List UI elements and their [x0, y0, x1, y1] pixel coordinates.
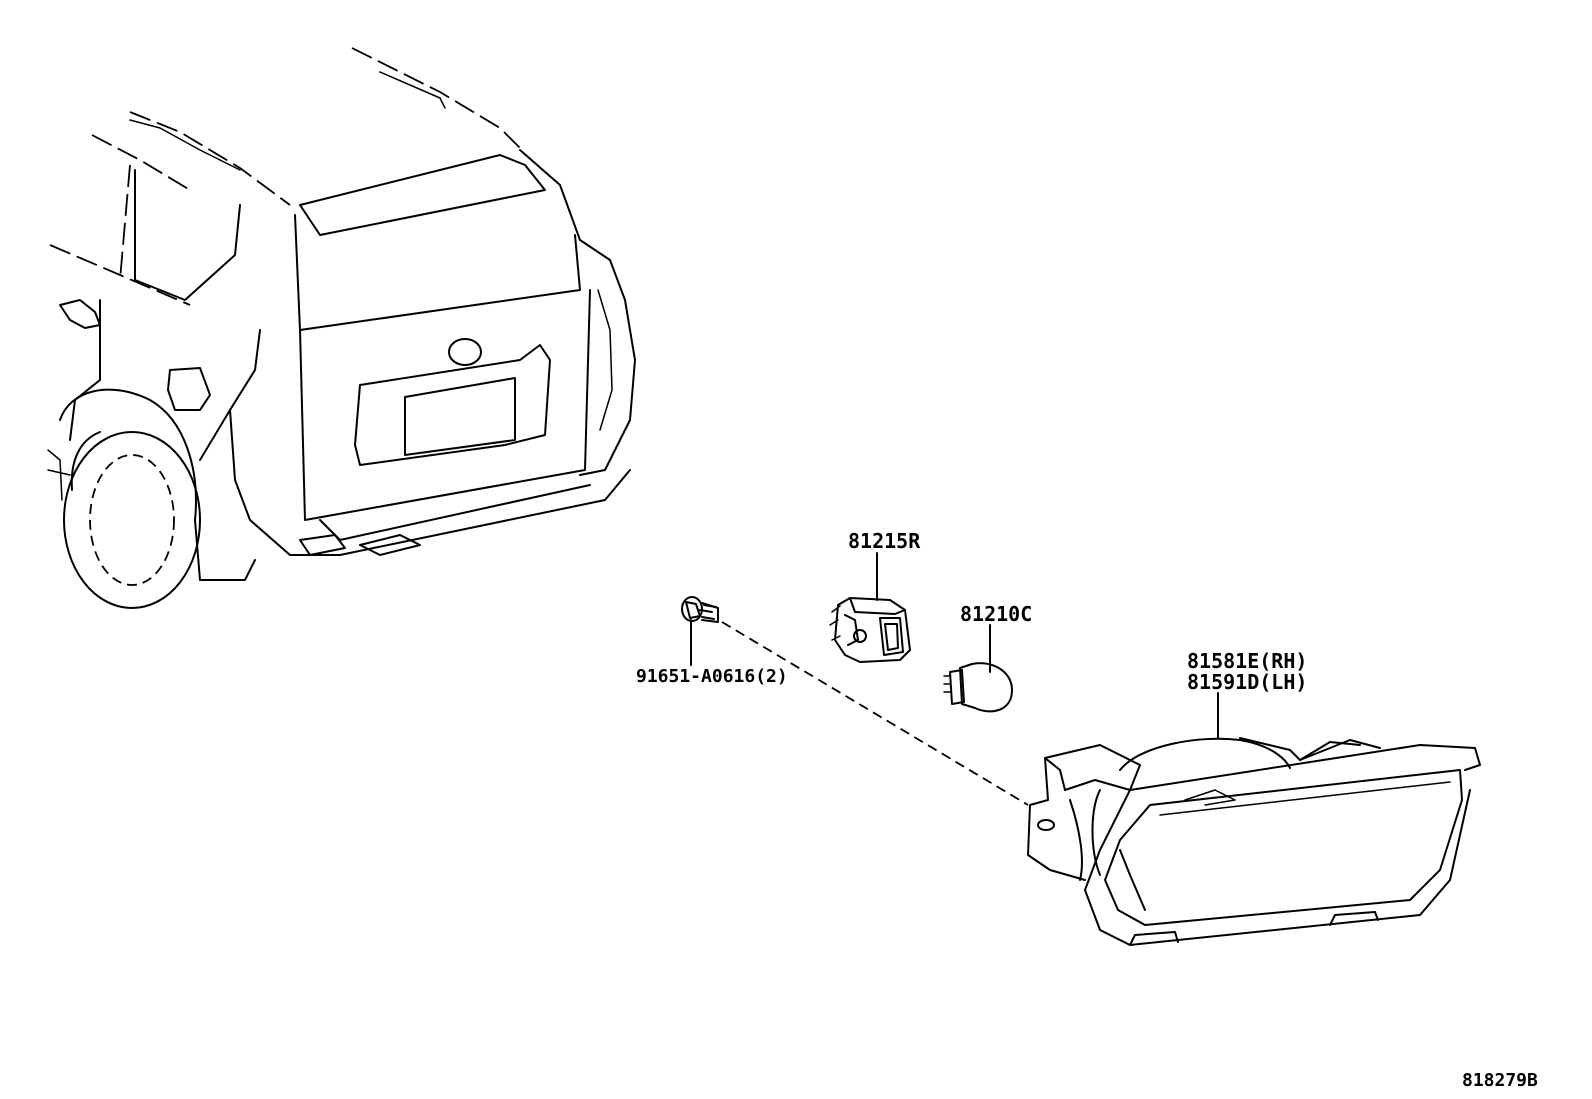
- fog-lamp-part: [1027, 692, 1481, 946]
- vehicle-illustration: [47, 47, 636, 609]
- assembly-leader-line: [721, 621, 1029, 806]
- socket-part: [829, 552, 911, 663]
- label-socket: 81215R: [848, 529, 921, 553]
- label-bulb: 81210C: [960, 602, 1032, 626]
- bolt-part: [681, 596, 719, 666]
- label-bolt: 91651-A0616(2): [636, 666, 788, 687]
- label-lamp-rh: 81581E(RH): [1187, 649, 1307, 673]
- bulb-part: [943, 624, 1013, 713]
- label-lamp-lh: 81591D(LH): [1187, 670, 1307, 694]
- diagram-code: 818279B: [1462, 1070, 1538, 1091]
